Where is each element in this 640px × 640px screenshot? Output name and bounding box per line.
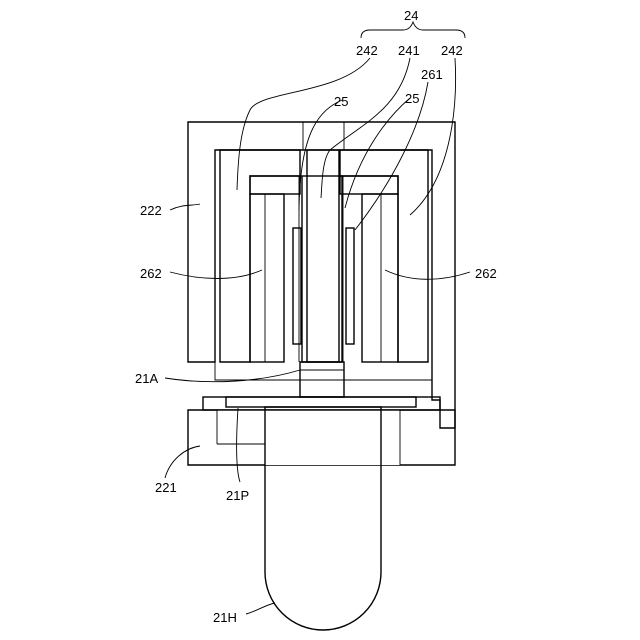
right-coil-262 (362, 194, 398, 362)
right-yoke-top-plate (340, 176, 398, 194)
leader-242-left (237, 58, 370, 190)
label-21A: 21A (135, 371, 158, 386)
label-221: 221 (155, 480, 177, 495)
upper-housing-222 (188, 122, 455, 428)
leader-262-left (170, 270, 262, 279)
plate-21P (226, 397, 416, 407)
inner-sleeve-right-261 (346, 228, 354, 344)
leader-25-left (299, 100, 342, 210)
label-241: 241 (398, 43, 420, 58)
leader-241 (321, 58, 410, 198)
label-262-left: 262 (140, 266, 162, 281)
label-261: 261 (421, 67, 443, 82)
center-pole-241 (307, 150, 339, 362)
lower-housing-bore (265, 410, 400, 465)
yoke-frame (215, 150, 432, 380)
bracket-24 (361, 22, 465, 38)
left-coil-262 (250, 194, 284, 362)
label-242-left: 242 (356, 43, 378, 58)
label-242-right: 242 (441, 43, 463, 58)
label-25-right: 25 (405, 91, 419, 106)
leader-221 (165, 446, 200, 478)
armature-21A-collar (300, 362, 344, 397)
leader-21H (246, 603, 275, 614)
leader-222 (170, 204, 200, 210)
left-yoke-top-plate (250, 176, 300, 194)
label-222: 222 (140, 203, 162, 218)
label-24: 24 (404, 8, 418, 23)
left-yoke-242 (220, 150, 300, 362)
plate-base (203, 397, 440, 410)
armature-21A-stem (302, 176, 342, 362)
label-262-right: 262 (475, 266, 497, 281)
inner-sleeve-left (293, 228, 301, 344)
armature-21A (300, 362, 344, 397)
label-21P: 21P (226, 488, 249, 503)
label-25-left: 25 (334, 94, 348, 109)
label-21H: 21H (213, 610, 237, 625)
